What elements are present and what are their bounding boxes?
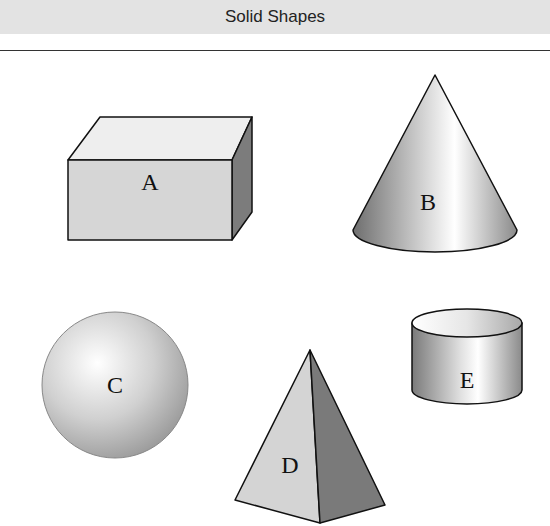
shape-letter: C (107, 373, 123, 397)
cylinder-outline (408, 305, 526, 415)
shape-letter: E (460, 368, 475, 392)
pyramid: D (230, 345, 390, 526)
shape-letter: B (420, 190, 436, 214)
cone-outline (350, 70, 522, 255)
sphere: C (40, 310, 190, 460)
cone: B (350, 70, 522, 255)
shape-letter: A (141, 170, 158, 194)
shape-letter: D (281, 453, 298, 477)
rectangular-prism: A (65, 114, 255, 242)
header-rule (0, 50, 550, 51)
rectangular-prism-outline (65, 114, 255, 242)
cylinder: E (408, 305, 526, 415)
title-bar: Solid Shapes (0, 0, 550, 34)
pyramid-outline (230, 345, 390, 526)
